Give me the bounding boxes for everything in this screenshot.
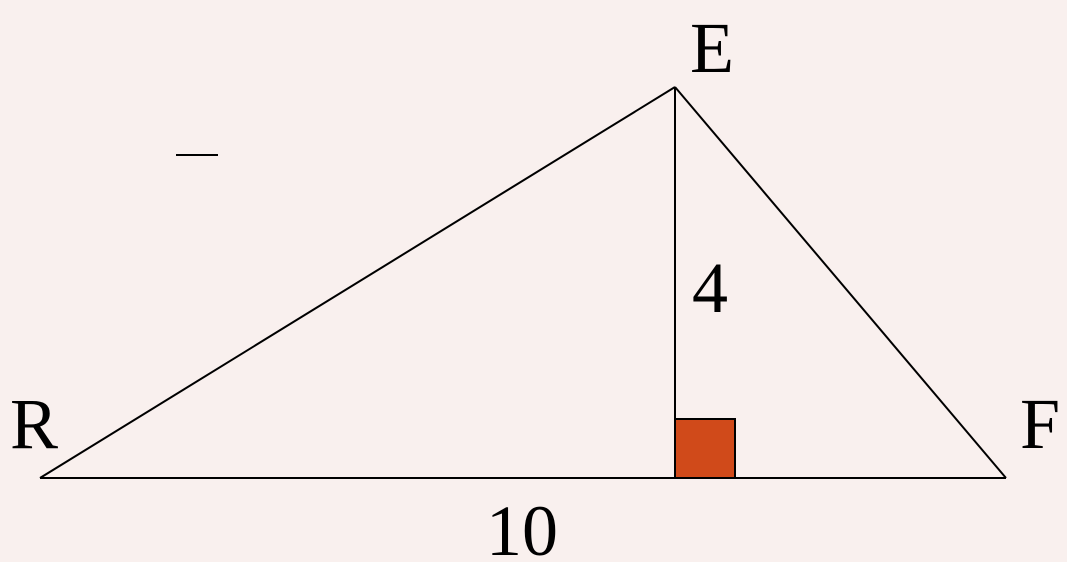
right-angle-marker (674, 418, 736, 479)
side-re (39, 86, 676, 479)
base-label: 10 (486, 491, 558, 562)
vertex-label-e: E (690, 8, 734, 88)
side-ef (674, 86, 1007, 479)
height-label: 4 (692, 248, 728, 328)
vertex-label-r: R (10, 384, 58, 464)
vertex-label-f: F (1020, 384, 1060, 464)
